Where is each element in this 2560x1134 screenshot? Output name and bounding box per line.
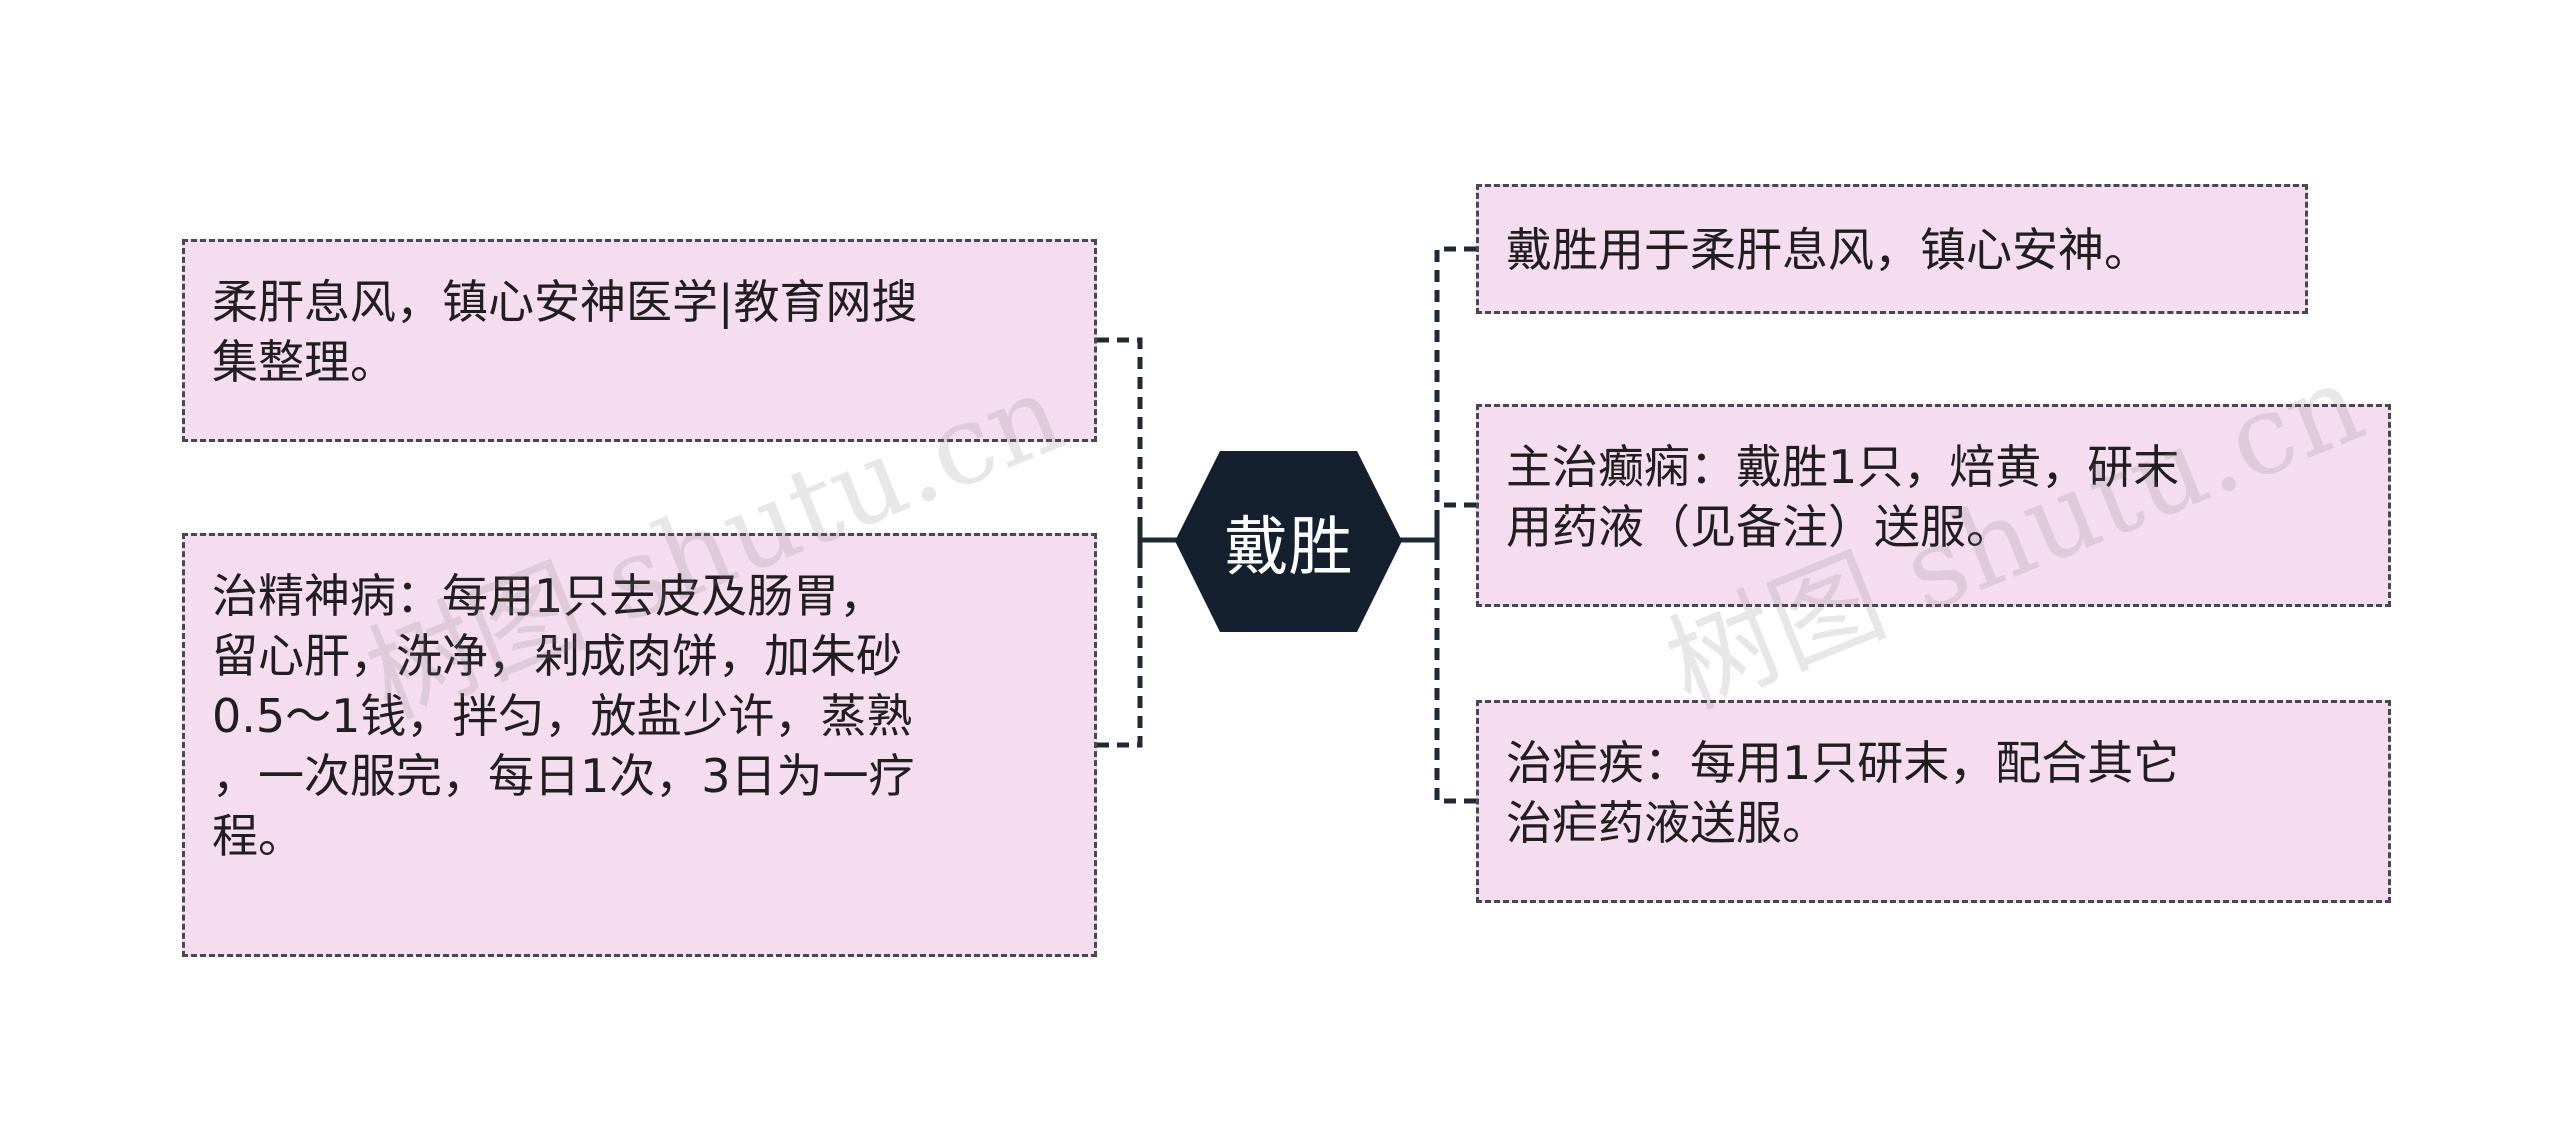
center-node-shape — [1175, 451, 1402, 632]
topic-node-right-1[interactable]: 戴胜用于柔肝息风，镇心安神。 — [1476, 184, 2308, 314]
center-node-label: 戴胜 — [1224, 510, 1353, 585]
topic-text-line: ，一次服完，每日1次，3日为一疗 — [212, 749, 915, 803]
topic-text-line: 治精神病：每用1只去皮及肠胃， — [212, 569, 886, 623]
connector-left-2 — [1097, 540, 1143, 748]
topic-node-right-3[interactable]: 治疟疾：每用1只研末，配合其它 治疟药液送服。 — [1476, 700, 2391, 903]
topic-text-line: 0.5～1钱，拌匀，放盐少许，蒸熟 — [212, 689, 913, 743]
topic-text-line: 程。 — [212, 809, 304, 863]
topic-node-right-2[interactable]: 主治癫痫：戴胜1只，焙黄，研末 用药液（见备注）送服。 — [1476, 404, 2391, 607]
topic-text-line: 集整理。 — [212, 335, 396, 389]
topic-text-line: 留心肝，洗净，剁成肉饼，加朱砂 — [212, 629, 902, 683]
topic-text-line: 戴胜用于柔肝息风，镇心安神。 — [1506, 223, 2150, 277]
center-node[interactable]: 戴胜 — [1175, 451, 1402, 632]
connector-right-1 — [1434, 246, 1476, 540]
topic-text-line: 用药液（见备注）送服。 — [1506, 500, 2012, 554]
connector-right-3 — [1434, 540, 1476, 804]
topic-text-line: 治疟药液送服。 — [1506, 796, 1828, 850]
topic-text-line: 柔肝息风，镇心安神医学|教育网搜 — [212, 275, 918, 329]
topic-node-left-1[interactable]: 柔肝息风，镇心安神医学|教育网搜 集整理。 — [182, 239, 1097, 442]
topic-text-line: 主治癫痫：戴胜1只，焙黄，研末 — [1506, 440, 2180, 494]
connector-left-1 — [1097, 337, 1143, 540]
topic-text-line: 治疟疾：每用1只研末，配合其它 — [1506, 736, 2180, 790]
topic-node-left-2[interactable]: 治精神病：每用1只去皮及肠胃， 留心肝，洗净，剁成肉饼，加朱砂 0.5～1钱，拌… — [182, 533, 1097, 957]
